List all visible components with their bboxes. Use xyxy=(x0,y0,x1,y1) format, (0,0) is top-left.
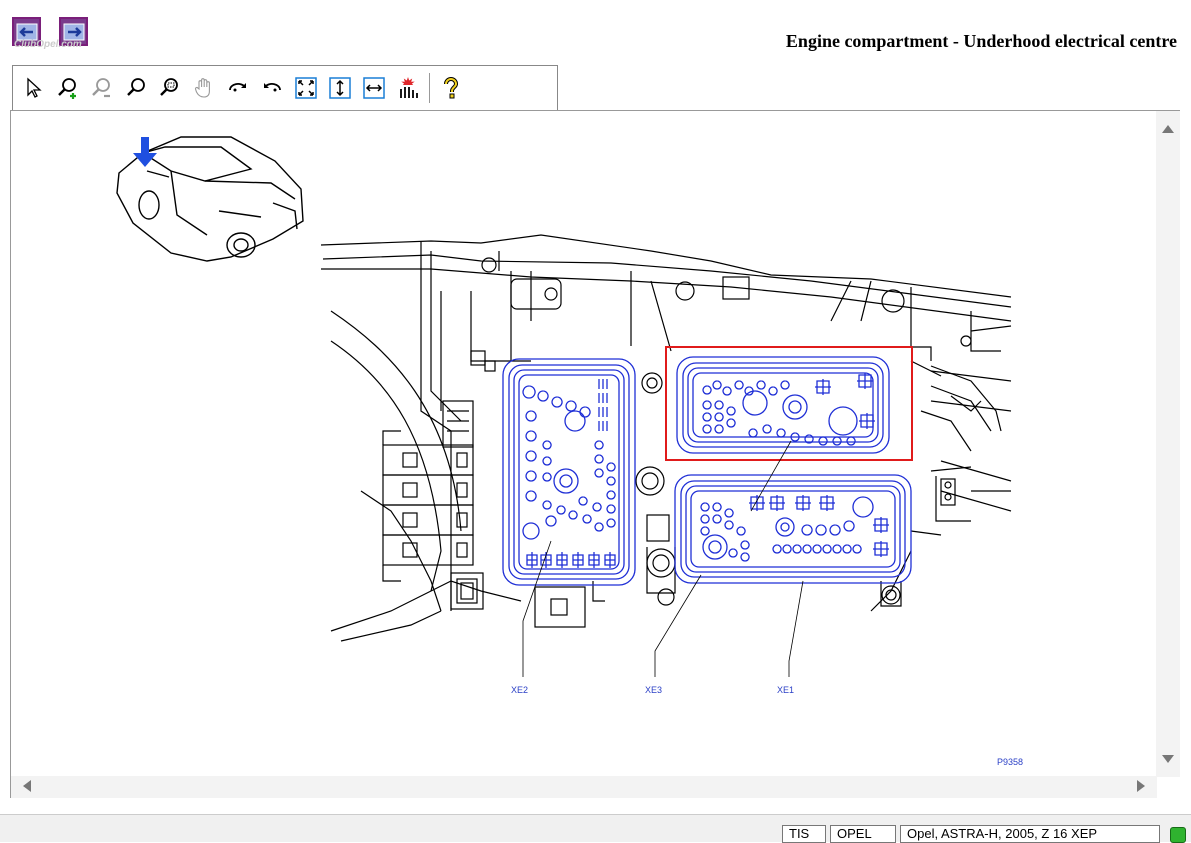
fit-window-icon xyxy=(295,77,317,99)
rotate-clockwise-button[interactable] xyxy=(223,73,253,103)
vehicle-pointer-arrow xyxy=(133,137,157,167)
figure-code: P9358 xyxy=(997,757,1023,767)
select-tool-button[interactable] xyxy=(19,73,49,103)
scroll-right-arrow[interactable] xyxy=(1137,780,1145,792)
connector-xe2 xyxy=(502,358,636,586)
pan-button[interactable] xyxy=(189,73,219,103)
status-field-brand: OPEL xyxy=(830,825,896,843)
connector-xe1-lower xyxy=(674,474,912,584)
fit-height-button[interactable] xyxy=(325,73,355,103)
highlight-icon xyxy=(400,77,418,98)
label-xe1: XE1 xyxy=(777,685,794,695)
toolbar xyxy=(12,65,558,110)
zoom-icon xyxy=(127,78,145,96)
forward-button[interactable] xyxy=(59,17,88,46)
battery-terminal-block xyxy=(382,400,474,582)
arrow-left-icon xyxy=(16,23,37,40)
zoom-in-icon xyxy=(58,78,76,99)
select-icon xyxy=(27,77,42,98)
highlight-button[interactable] xyxy=(393,73,423,103)
zoom-button[interactable] xyxy=(121,73,151,103)
toolbar-separator xyxy=(429,73,430,103)
back-button[interactable] xyxy=(12,17,41,46)
pan-icon xyxy=(194,78,210,98)
fit-height-icon xyxy=(329,77,351,99)
status-field-vehicle: Opel, ASTRA-H, 2005, Z 16 XEP xyxy=(900,825,1160,843)
status-bar: TIS OPEL Opel, ASTRA-H, 2005, Z 16 XEP xyxy=(0,814,1191,843)
electrical-centre-diagram: XE2 XE3 XE1 P9358 xyxy=(116,136,1023,767)
scroll-left-arrow[interactable] xyxy=(23,780,31,792)
fit-window-button[interactable] xyxy=(291,73,321,103)
horizontal-scrollbar[interactable] xyxy=(11,776,1157,798)
watermark: ClubOpel.com xyxy=(14,39,82,50)
status-field-application: TIS xyxy=(782,825,826,843)
zoom-out-button[interactable] xyxy=(87,73,117,103)
fit-width-icon xyxy=(363,77,385,99)
diagram-viewport[interactable]: XE2 XE3 XE1 P9358 xyxy=(10,110,1180,798)
fit-width-button[interactable] xyxy=(359,73,389,103)
arrow-right-icon xyxy=(63,23,84,40)
rotate-cw-icon xyxy=(229,83,246,92)
scroll-down-arrow[interactable] xyxy=(1162,755,1174,763)
callout-leaders xyxy=(522,440,804,677)
help-icon xyxy=(444,77,459,99)
zoom-window-icon xyxy=(160,78,178,96)
label-xe2: XE2 xyxy=(511,685,528,695)
zoom-window-button[interactable] xyxy=(155,73,185,103)
vehicle-locator-image xyxy=(116,136,304,262)
vertical-scrollbar[interactable] xyxy=(1156,111,1180,777)
scroll-up-arrow[interactable] xyxy=(1162,125,1174,133)
zoom-out-icon xyxy=(92,78,110,98)
connector-xe1-upper xyxy=(676,356,890,454)
rotate-counterclockwise-button[interactable] xyxy=(257,73,287,103)
label-xe3: XE3 xyxy=(645,685,662,695)
rotate-ccw-icon xyxy=(264,83,281,92)
highlight-frame xyxy=(665,346,913,461)
page-title: Engine compartment - Underhood electrica… xyxy=(785,31,1177,51)
help-button[interactable] xyxy=(436,73,466,103)
zoom-in-button[interactable] xyxy=(53,73,83,103)
